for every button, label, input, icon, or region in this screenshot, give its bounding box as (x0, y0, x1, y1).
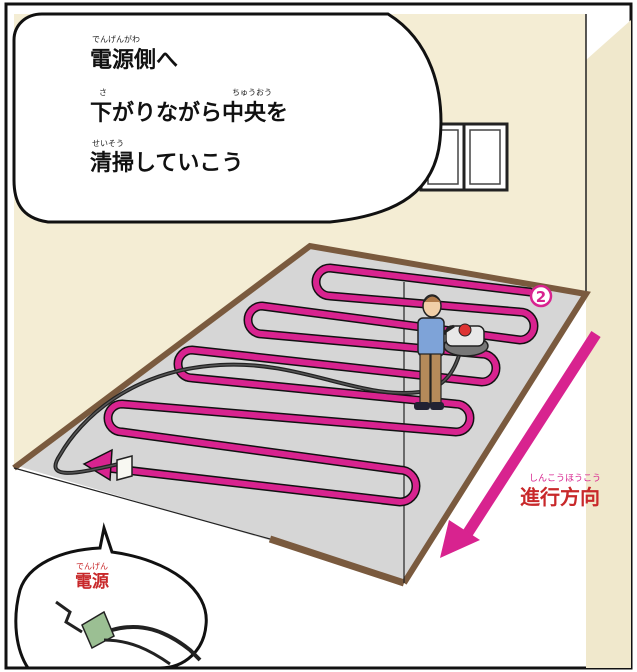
bubble-ruby-2b: ちゅうおう (232, 88, 272, 97)
cleaning-path-line (105, 265, 537, 505)
direction-arrow (440, 331, 601, 558)
bubble-line-3: 清掃していこう (90, 150, 243, 176)
outlet-ruby: でんげん (76, 562, 108, 571)
bubble-ruby-3: せいそう (92, 139, 124, 148)
baseboard-front (268, 535, 406, 587)
speech-bubble (12, 12, 443, 224)
bubble-line-2: 下がりながら中央を (90, 100, 288, 126)
step-badge-number: 2 (536, 288, 546, 306)
bubble-ruby-2a: さ (99, 88, 107, 97)
direction-label: 進行方向 (520, 485, 600, 509)
bubble-ruby-1: でんげんがわ (92, 34, 140, 44)
floor-outlet (116, 455, 133, 481)
worker-with-polisher (414, 294, 489, 410)
plug-illustration (55, 600, 202, 666)
step-badge (529, 284, 553, 308)
floor-front-edge (13, 467, 271, 540)
right-wall (586, 20, 631, 668)
baseboard (12, 242, 591, 585)
outlet-label: 電源 (75, 571, 109, 592)
bubble-line-1: 電源側へ (90, 48, 178, 73)
direction-ruby: しんこうほうこう (529, 473, 601, 484)
